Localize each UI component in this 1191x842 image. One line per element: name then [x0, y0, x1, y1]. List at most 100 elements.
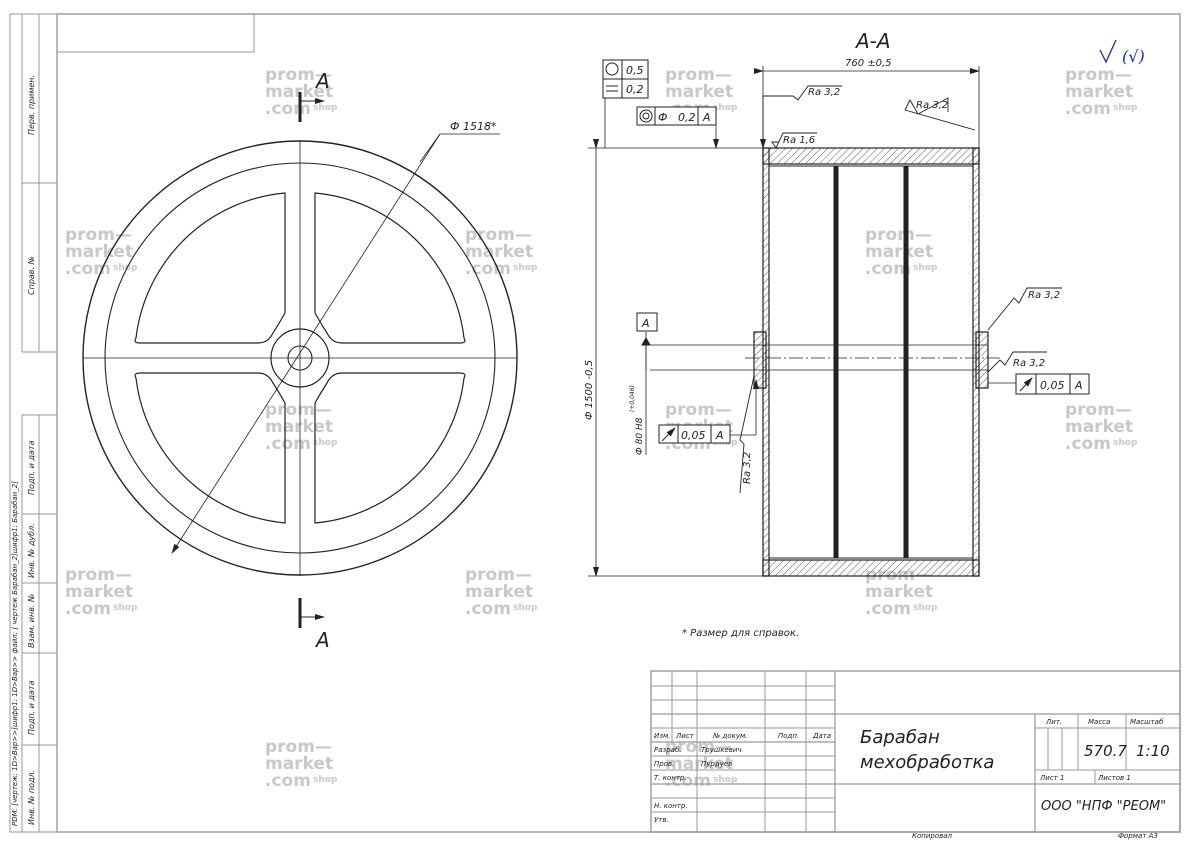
watermark-text: prom— — [865, 225, 932, 245]
inner-border — [56, 13, 1181, 833]
rough-bore: Ra 3,2 — [742, 452, 753, 484]
watermark-text: market — [665, 754, 733, 774]
format-label: Формат A3 — [1118, 832, 1158, 840]
watermark-text: prom— — [65, 225, 132, 245]
watermark-shop: shop — [513, 603, 538, 613]
watermark-text: .com — [465, 599, 511, 619]
watermark-text: prom— — [1065, 65, 1132, 85]
watermark-text: prom— — [65, 565, 132, 585]
watermark-shop: shop — [113, 603, 138, 613]
role-utv: Утв. — [654, 816, 669, 824]
width-dimension: 760 ±0,5 — [845, 58, 892, 69]
label-perv-primen: Перв. примен. — [27, 75, 36, 135]
label-vzam-inv: Взам. инв. № — [27, 594, 36, 648]
watermark-shop: shop — [713, 775, 738, 785]
mass-value: 570.7 — [1084, 742, 1127, 760]
watermark-text: market — [65, 582, 133, 602]
rough-hub-bottom: Ra 3,2 — [1013, 358, 1045, 369]
role-tkontr: Т. контр. — [654, 774, 687, 782]
watermark-text: prom— — [665, 65, 732, 85]
watermark-shop: shop — [1113, 103, 1138, 113]
tol-position-datum: A — [702, 111, 711, 124]
watermark-text: .com — [1065, 99, 1111, 119]
rough-rim: Ra 1,6 — [783, 135, 815, 146]
watermark-text: .com — [865, 259, 911, 279]
part-name-line1: Барабан — [860, 727, 940, 748]
role-prov: Пров. — [654, 760, 674, 768]
watermark-shop: shop — [1113, 438, 1138, 448]
hdr-podp: Подп. — [778, 732, 799, 740]
watermark-text: .com — [65, 259, 111, 279]
hdr-doc: № докум. — [712, 732, 748, 740]
watermark-shop: shop — [513, 263, 538, 273]
watermark-text: market — [865, 242, 933, 262]
watermark-text: prom— — [1065, 400, 1132, 420]
outer-border — [9, 13, 1181, 833]
tol-position-symbol: Ф — [658, 111, 667, 124]
scale-value: 1:10 — [1136, 742, 1170, 760]
reference-note: * Размер для справок. — [682, 628, 799, 639]
watermark-shop: shop — [313, 438, 338, 448]
watermark-text: market — [465, 242, 533, 262]
watermark-text: prom— — [265, 65, 332, 85]
hdr-lit: Лит. — [1045, 718, 1062, 726]
file-path: PDM: [чертеж: 1D>Вар>>]шифр1: 1D>Вар>> ф… — [11, 481, 19, 826]
watermark-shop: shop — [913, 263, 938, 273]
watermark-text: market — [665, 82, 733, 102]
watermark-text: .com — [265, 434, 311, 454]
company-name: ООО "НПФ "РЕОМ" — [1041, 799, 1166, 814]
sheet-number: Лист 1 — [1039, 774, 1064, 782]
title-block-text: Изм. Лист № докум. Подп. Дата Разраб. Пр… — [654, 718, 1170, 840]
bore-tolerance: (+0,046) — [629, 385, 636, 412]
datum-a: A — [641, 317, 650, 330]
role-razrab: Разраб. — [654, 746, 682, 754]
section-letter-bottom: A — [314, 628, 330, 652]
name-checker: Пурдуев — [701, 760, 732, 768]
runout-right-datum: A — [1074, 379, 1083, 392]
watermark-text: market — [65, 242, 133, 262]
general-roughness: (√) — [1122, 47, 1145, 66]
height-dimension: Ф 1500 -0,5 — [584, 360, 595, 420]
watermark-text: .com — [465, 259, 511, 279]
watermark-text: market — [865, 582, 933, 602]
watermark-text: market — [265, 754, 333, 774]
watermarks: prom—market.comshopprom—market.comshoppr… — [65, 65, 1138, 791]
section-title: A-A — [854, 29, 891, 53]
rough-hub-top: Ra 3,2 — [1028, 290, 1060, 301]
tol-flatness: 0,2 — [626, 83, 644, 96]
runout-left-datum: A — [715, 429, 724, 442]
runout-left-value: 0,05 — [681, 429, 706, 442]
label-inv-podl: Инв. № подл. — [27, 770, 36, 825]
sheets-total: Листов 1 — [1097, 774, 1131, 782]
rough-top-left: Ra 3,2 — [808, 87, 840, 98]
hdr-mass: Масса — [1088, 718, 1110, 726]
left-strip: Перв. примен. Справ. № Подп. и дата Инв.… — [11, 14, 57, 832]
watermark-text: market — [1065, 417, 1133, 437]
runout-right-value: 0,05 — [1040, 379, 1065, 392]
tol-circularity: 0,5 — [626, 64, 644, 77]
label-sprav: Справ. № — [27, 256, 36, 295]
watermark-shop: shop — [713, 103, 738, 113]
section-view — [588, 39, 1117, 577]
hdr-data: Дата — [812, 732, 831, 740]
watermark-text: prom— — [465, 565, 532, 585]
watermark-shop: shop — [113, 263, 138, 273]
watermark-text: prom— — [665, 400, 732, 420]
hdr-list: Лист — [675, 732, 695, 740]
title-block — [650, 670, 1181, 833]
watermark-shop: shop — [913, 603, 938, 613]
watermark-shop: shop — [313, 103, 338, 113]
name-developer: Трушкевич — [701, 746, 742, 754]
watermark-text: market — [465, 582, 533, 602]
watermark-shop: shop — [313, 775, 338, 785]
copied-label: Копировал — [912, 832, 953, 840]
watermark-text: .com — [1065, 434, 1111, 454]
label-podp-data-1: Подп. и дата — [27, 440, 36, 495]
rough-top-right: Ra 3,2 — [916, 100, 948, 111]
tol-position-value: 0,2 — [678, 111, 696, 124]
watermark-text: .com — [265, 771, 311, 791]
watermark-text: market — [265, 417, 333, 437]
hdr-scale: Масштаб — [1130, 718, 1164, 726]
front-view — [82, 92, 518, 628]
